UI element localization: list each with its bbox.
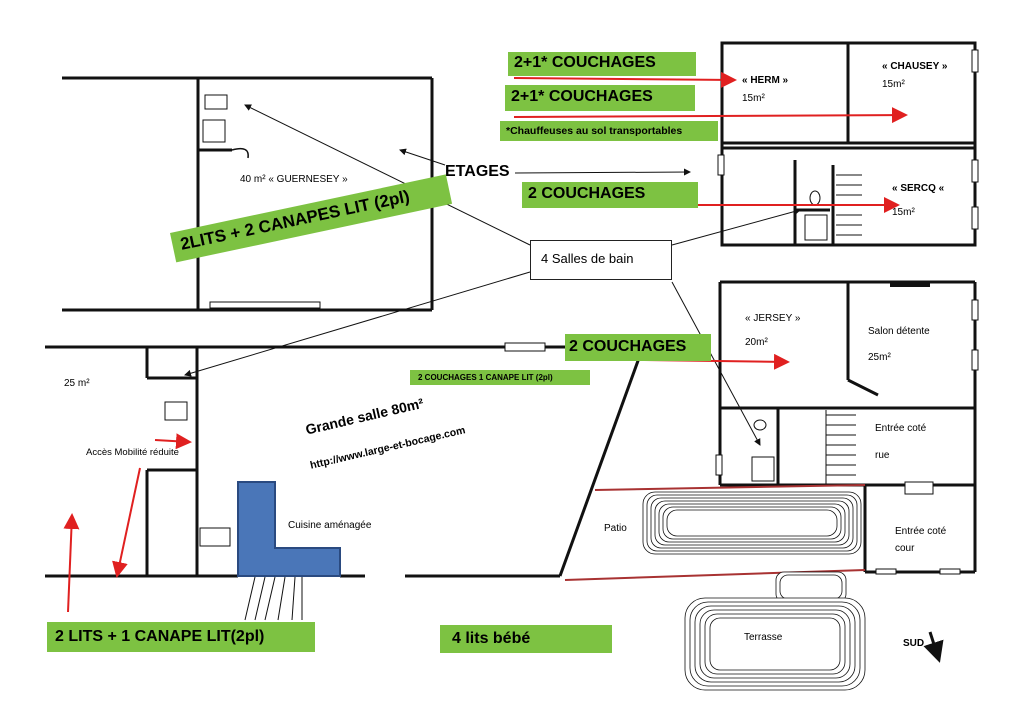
entree-cour-line1: Entrée coté — [895, 526, 947, 537]
upper-toilet — [809, 190, 821, 206]
upper-right-walls — [720, 41, 977, 247]
jersey-name: « JERSEY » — [745, 313, 801, 324]
acces-mobilite-label: Accès Mobilité réduite — [86, 447, 179, 458]
chausey-couchages-label: 2+1* COUCHAGES — [505, 85, 695, 111]
upper-shower — [804, 214, 828, 241]
kitchen-counter — [237, 481, 341, 577]
jersey-shower — [751, 456, 775, 482]
jersey-couchages-label: 2 COUCHAGES — [565, 334, 711, 361]
chausey-name: « CHAUSEY » — [882, 61, 948, 72]
ground-right-walls — [718, 280, 977, 574]
herm-couchages-label: 2+1* COUCHAGES — [508, 52, 696, 76]
ground-sink — [199, 527, 231, 547]
grande-salle-couchages-label: 2 COUCHAGES 1 CANAPE LIT (2pl) — [410, 370, 590, 385]
etages-label: ETAGES — [445, 163, 510, 180]
jersey-area: 20m² — [745, 337, 768, 348]
guernesey-window — [209, 301, 321, 309]
chauffeuses-note: *Chauffeuses au sol transportables — [500, 121, 718, 141]
patio-label: Patio — [604, 523, 627, 534]
terrasse-tiles — [684, 571, 866, 691]
ground-toilet — [164, 401, 188, 421]
herm-name: « HERM » — [742, 75, 789, 86]
guernesey-room-walls — [62, 76, 434, 312]
chausey-area: 15m² — [882, 79, 905, 90]
entree-cour-line2: cour — [895, 543, 915, 554]
entree-rue-line1: Entrée coté — [875, 423, 927, 434]
guernesey-toilet — [204, 94, 228, 110]
kitchen-steps — [244, 576, 303, 621]
salon-heater — [890, 282, 930, 287]
sud-label: SUD — [903, 638, 925, 649]
cuisine-label: Cuisine aménagée — [288, 520, 372, 531]
salles-de-bain-box: 4 Salles de bain — [530, 240, 672, 280]
jersey-toilet — [753, 419, 767, 431]
sercq-couchages-label: 2 COUCHAGES — [522, 182, 698, 208]
terrasse-label: Terrasse — [744, 632, 783, 643]
guernesey-sink — [202, 119, 226, 143]
sud-arrow — [923, 631, 944, 663]
entree-rue-line2: rue — [875, 450, 890, 461]
lits-bebe-label: 4 lits bébé — [440, 625, 612, 653]
salon-name: Salon détente — [868, 326, 930, 337]
salon-area: 25m² — [868, 352, 891, 363]
sercq-area: 15m² — [892, 207, 915, 218]
stairs-ground — [825, 410, 856, 485]
ground-left-beds-label: 2 LITS + 1 CANAPE LIT(2pl) — [47, 622, 315, 652]
sercq-name: « SERCQ « — [892, 183, 945, 194]
herm-area: 15m² — [742, 93, 765, 104]
patio-tiles — [642, 491, 862, 555]
left-room-area: 25 m² — [64, 378, 90, 389]
ground-left-walls — [45, 345, 645, 578]
salle-de-bain-pointers — [184, 104, 801, 446]
grande-salle-window — [504, 342, 546, 352]
guernesey-name: 40 m² « GUERNESEY » — [240, 174, 348, 185]
